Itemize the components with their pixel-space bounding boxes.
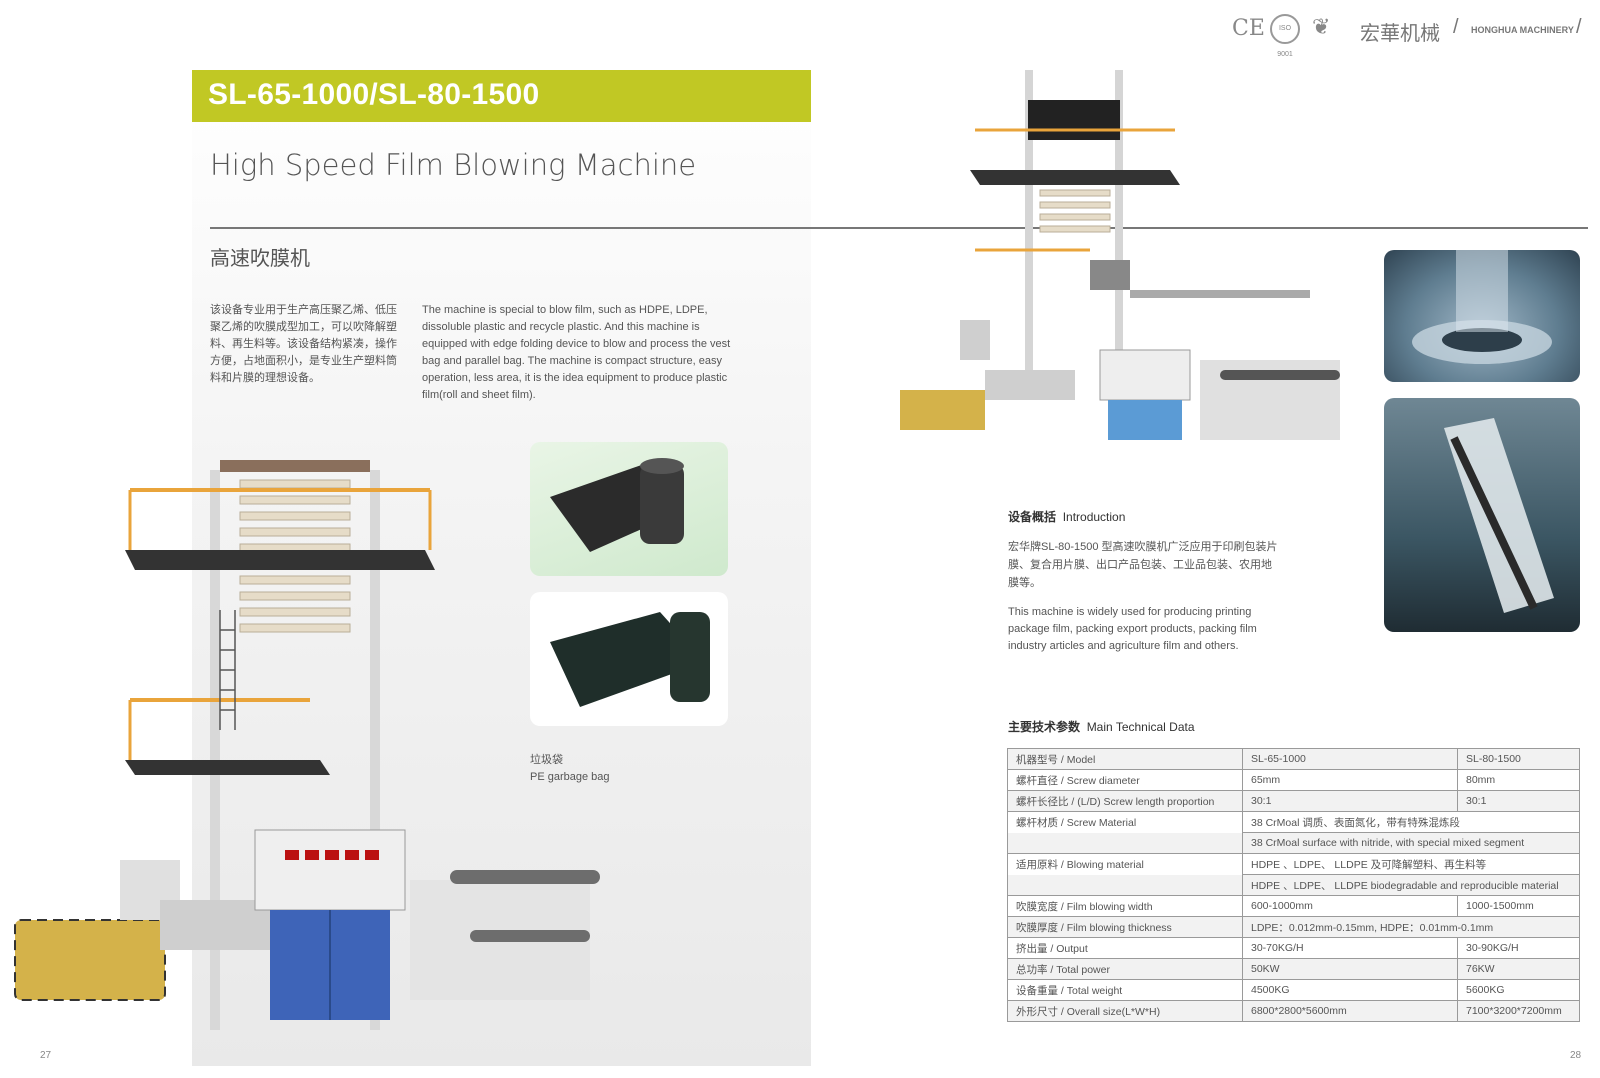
table-cell: 38 CrMoal surface with nitride, with spe… — [1242, 832, 1580, 854]
introduction-heading-en: Introduction — [1062, 510, 1126, 524]
table-cell: 600-1000mm — [1242, 895, 1458, 917]
table-cell: 设备重量 / Total weight — [1007, 979, 1243, 1001]
technical-data-heading: 主要技术参数 Main Technical Data — [1008, 718, 1195, 735]
table-cell: 30:1 — [1242, 790, 1458, 812]
table-cell: 5600KG — [1457, 979, 1580, 1001]
leaf-logo-icon: ❦ — [1312, 14, 1331, 39]
table-row: 吹膜厚度 / Film blowing thickness LDPE：0.012… — [1007, 916, 1580, 938]
table-cell: 吹膜厚度 / Film blowing thickness — [1007, 916, 1243, 938]
table-row: 螺杆材质 / Screw Material 38 CrMoal 调质、表面氮化，… — [1007, 811, 1580, 833]
title-bar — [192, 70, 811, 122]
ce-mark: CE — [1232, 16, 1265, 41]
introduction-heading-cn: 设备概括 — [1008, 510, 1057, 524]
table-cell: 螺杆直径 / Screw diameter — [1007, 769, 1243, 791]
table-row: 适用原料 / Blowing material HDPE 、LDPE、 LLDP… — [1007, 853, 1580, 875]
bag-caption-en: PE garbage bag — [530, 771, 610, 783]
introduction-heading: 设备概括 Introduction — [1008, 508, 1125, 525]
table-row: 外形尺寸 / Overall size(L*W*H) 6800*2800*560… — [1007, 1000, 1580, 1022]
technical-data-table: 机器型号 / Model SL-65-1000 SL-80-1500 螺杆直径 … — [1007, 748, 1580, 1022]
table-cell: 外形尺寸 / Overall size(L*W*H) — [1007, 1000, 1243, 1022]
table-cell: 螺杆长径比 / (L/D) Screw length proportion — [1007, 790, 1243, 812]
table-row: 机器型号 / Model SL-65-1000 SL-80-1500 — [1007, 748, 1580, 770]
table-cell: 65mm — [1242, 769, 1458, 791]
table-row: 吹膜宽度 / Film blowing width 600-1000mm 100… — [1007, 895, 1580, 917]
introduction-text-cn: 宏华牌SL-80-1500 型高速吹膜机广泛应用于印刷包装片膜、复合用片膜、出口… — [1008, 541, 1278, 589]
table-cell: 总功率 / Total power — [1007, 958, 1243, 980]
bag-caption-cn: 垃圾袋 — [530, 754, 563, 766]
divider-line — [210, 227, 1588, 229]
table-row: 螺杆直径 / Screw diameter 65mm 80mm — [1007, 769, 1580, 791]
divider-slash: / — [1453, 16, 1459, 38]
table-cell: 1000-1500mm — [1457, 895, 1580, 917]
film-blowing-machine-image — [14, 460, 600, 1030]
table-cell: 38 CrMoal 调质、表面氮化，带有特殊混炼段 — [1242, 811, 1580, 833]
table-cell: 挤出量 / Output — [1007, 937, 1243, 959]
table-cell — [1007, 874, 1243, 896]
table-cell: LDPE：0.012mm-0.15mm, HDPE：0.01mm-0.1mm — [1242, 916, 1580, 938]
technical-data-heading-cn: 主要技术参数 — [1008, 720, 1081, 734]
description-en: The machine is special to blow film, suc… — [422, 304, 731, 401]
film-blowing-machine-top-image — [900, 70, 1340, 440]
table-cell: 30-70KG/H — [1242, 937, 1458, 959]
table-cell: 吹膜宽度 / Film blowing width — [1007, 895, 1243, 917]
description-cn: 该设备专业用于生产高压聚乙烯、低压聚乙烯的吹膜成型加工，可以吹降解塑料、再生料等… — [210, 304, 397, 384]
divider-slash: / — [1576, 16, 1582, 38]
table-cell: 50KW — [1242, 958, 1458, 980]
table-cell: 76KW — [1457, 958, 1580, 980]
film-bubble-photo — [1384, 250, 1580, 382]
film-winding-roller-photo — [1384, 398, 1580, 632]
table-cell: 30-90KG/H — [1457, 937, 1580, 959]
technical-data-heading-en: Main Technical Data — [1086, 720, 1195, 734]
table-cell: 80mm — [1457, 769, 1580, 791]
table-row: 挤出量 / Output 30-70KG/H 30-90KG/H — [1007, 937, 1580, 959]
iso-logo: ISO 9001 — [1270, 14, 1300, 58]
green-garbage-bag-roll-image — [530, 592, 728, 726]
table-cell: 4500KG — [1242, 979, 1458, 1001]
table-cell: 7100*3200*7200mm — [1457, 1000, 1580, 1022]
page-number-left: 27 — [40, 1050, 52, 1061]
bag-caption: 垃圾袋 PE garbage bag — [530, 752, 610, 786]
product-title-cn: 高速吹膜机 — [210, 248, 310, 270]
table-cell — [1007, 832, 1243, 854]
table-cell: 30:1 — [1457, 790, 1580, 812]
model-title: SL-65-1000/SL-80-1500 — [208, 78, 540, 111]
table-cell: 机器型号 / Model — [1007, 748, 1243, 770]
brand-name-cn: 宏華机械 — [1360, 21, 1440, 45]
page-number-right: 28 — [1570, 1050, 1582, 1061]
product-subtitle: High Speed Film Blowing Machine — [210, 148, 697, 182]
table-row: 总功率 / Total power 50KW 76KW — [1007, 958, 1580, 980]
introduction-text-en: This machine is widely used for producin… — [1008, 606, 1257, 652]
table-row: 38 CrMoal surface with nitride, with spe… — [1007, 832, 1580, 854]
table-cell: HDPE 、LDPE、 LLDPE biodegradable and repr… — [1242, 874, 1580, 896]
table-cell: HDPE 、LDPE、 LLDPE 及可降解塑料、再生料等 — [1242, 853, 1580, 875]
table-cell: 螺杆材质 / Screw Material — [1007, 811, 1243, 833]
black-garbage-bag-roll-image — [530, 442, 728, 576]
brand-name-en: HONGHUA MACHINERY — [1471, 25, 1574, 35]
table-cell: SL-80-1500 — [1457, 748, 1580, 770]
table-row: 设备重量 / Total weight 4500KG 5600KG — [1007, 979, 1580, 1001]
table-cell: 6800*2800*5600mm — [1242, 1000, 1458, 1022]
table-row: HDPE 、LDPE、 LLDPE biodegradable and repr… — [1007, 874, 1580, 896]
table-cell: 适用原料 / Blowing material — [1007, 853, 1243, 875]
table-cell: SL-65-1000 — [1242, 748, 1458, 770]
table-row: 螺杆长径比 / (L/D) Screw length proportion 30… — [1007, 790, 1580, 812]
